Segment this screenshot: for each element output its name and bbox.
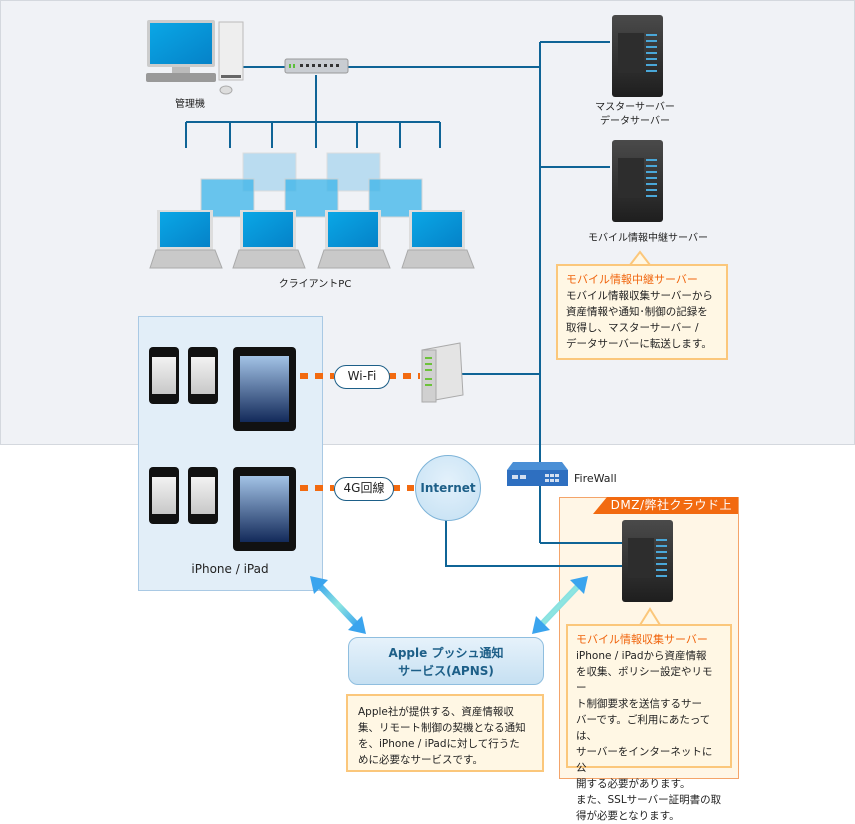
relay-server-label: モバイル情報中継サーバー xyxy=(588,233,708,244)
network-cables xyxy=(185,41,622,567)
relay-callout-line: データサーバーに転送します。 xyxy=(566,338,712,350)
arrow-collector-apns-icon xyxy=(532,576,588,634)
apns-title-line2: サービス(APNS) xyxy=(398,664,494,678)
relay-callout-line: モバイル情報収集サーバーから xyxy=(566,290,713,302)
collector-callout-line: サーバーをインターネットに公 xyxy=(576,746,713,774)
client-pc-label: クライアントPC xyxy=(278,279,352,290)
apns-description-line: を、iPhone / iPadに対して行うた xyxy=(358,738,520,750)
laptop-icon xyxy=(149,210,223,269)
master-server-label-line1: マスターサーバー xyxy=(595,102,675,113)
laptop-icon xyxy=(401,210,475,269)
relay-callout-title: モバイル情報中継サーバー xyxy=(566,273,698,286)
mobile-devices-wifi xyxy=(149,347,296,431)
wifi-access-point-icon xyxy=(421,342,464,403)
apns-description-line: 集、リモート制御の契機となる通知 xyxy=(358,722,526,734)
firewall-icon xyxy=(507,462,568,486)
laptop-icon xyxy=(317,210,391,269)
admin-pc-icon xyxy=(146,20,244,95)
collector-callout-pointer xyxy=(638,607,662,626)
cable-internet-collector xyxy=(445,518,622,567)
network-switch-icon xyxy=(284,58,349,74)
collector-callout-line: iPhone / iPadから資産情報 xyxy=(576,650,707,662)
collector-callout-title: モバイル情報収集サーバー xyxy=(576,633,708,646)
dmz-tag: DMZ/弊社クラウド上 xyxy=(593,497,738,514)
relay-callout-line: 取得し、マスターサーバー / xyxy=(566,322,699,334)
apns-title-line1: Apple プッシュ通知 xyxy=(388,646,504,660)
laptop-icon xyxy=(232,210,306,269)
network-diagram xyxy=(146,15,673,634)
relay-server-callout: モバイル情報中継サーバー モバイル情報収集サーバーから 資産情報や通知･制御の記… xyxy=(556,264,728,360)
collector-server-icon xyxy=(622,520,673,602)
mobile-devices-cellular xyxy=(149,467,296,551)
collector-callout-line: ト制御要求を送信するサー xyxy=(576,698,702,710)
collector-callout-line: 得が必要となります。 xyxy=(576,810,680,822)
collector-server-callout: モバイル情報収集サーバー iPhone / iPadから資産情報 を収集、ポリシ… xyxy=(566,624,732,822)
relay-server-icon xyxy=(612,140,663,222)
admin-pc-label: 管理機 xyxy=(175,99,205,110)
cellular-label: 4G回線 xyxy=(334,477,394,501)
collector-callout-line: 開する必要があります。 xyxy=(576,778,691,790)
collector-callout-line: また、SSLサーバー証明書の取 xyxy=(576,794,722,806)
apns-service-box: Apple プッシュ通知 サービス(APNS) xyxy=(348,637,544,685)
collector-callout-line: バーです。ご利用にあたっては、 xyxy=(576,714,711,742)
apns-description-callout: Apple社が提供する、資産情報収 集、リモート制御の契機となる通知 を、iPh… xyxy=(346,694,544,772)
mobile-devices-label: iPhone / iPad xyxy=(191,562,269,576)
relay-callout-line: 資産情報や通知･制御の記録を xyxy=(566,306,708,318)
collector-callout-line: を収集、ポリシー設定やリモー xyxy=(576,666,713,694)
wifi-label: Wi-Fi xyxy=(334,365,390,389)
firewall-label: FireWall xyxy=(574,472,617,485)
apns-description-line: めに必要なサービスです。 xyxy=(358,754,483,766)
client-pc-group xyxy=(149,152,475,269)
master-server-label-line2: データサーバー xyxy=(600,116,670,127)
internet-cloud: Internet xyxy=(415,455,481,521)
wireless-links xyxy=(300,373,420,491)
arrow-devices-apns-icon xyxy=(310,576,366,634)
master-server-label: マスターサーバー データサーバー xyxy=(585,101,685,129)
master-server-icon xyxy=(612,15,663,97)
apns-description-line: Apple社が提供する、資産情報収 xyxy=(358,706,514,718)
